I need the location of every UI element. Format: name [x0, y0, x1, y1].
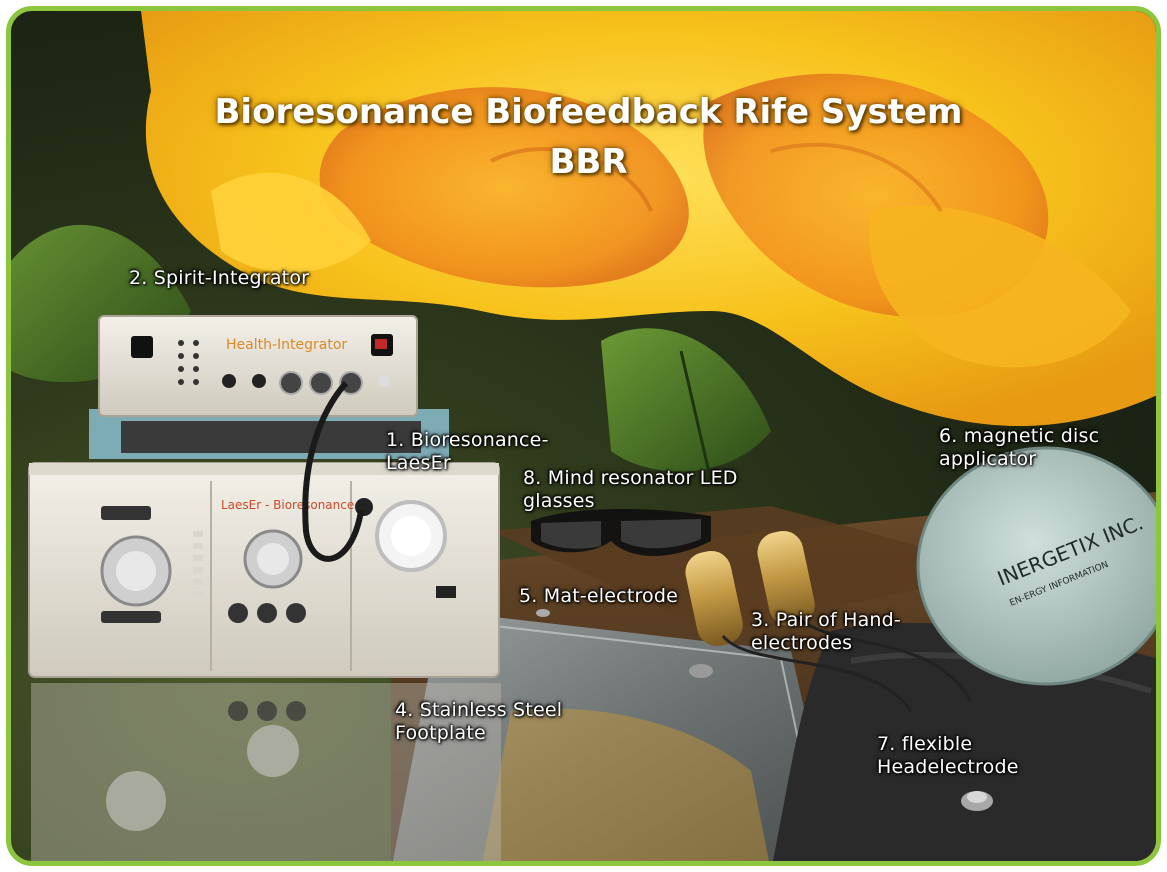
image-frame: INERGETIX INC. EN-ERGY INFORMATION LaesE… [6, 6, 1161, 866]
label-mat-electrode: 5. Mat-electrode [519, 585, 679, 607]
page-title: Bioresonance Biofeedback Rife System [214, 92, 963, 132]
laeser-brand: LaesEr - Bioresonance [221, 498, 354, 512]
label-mind-resonator: 8. Mind resonator LED glasses [523, 467, 738, 512]
integrator-brand: Health-Integrator [226, 337, 347, 353]
label-spirit-integrator: 2. Spirit-Integrator [129, 267, 310, 289]
page-subtitle: BBR [549, 142, 628, 182]
label-footplate: 4. Stainless Steel Footplate [395, 699, 563, 744]
label-headelectrode: 7. flexible Headelectrode [877, 733, 1019, 778]
label-bioresonance-laeser: 1. Bioresonance- LaesEr [386, 429, 549, 474]
label-magnetic-disc: 6. magnetic disc applicator [939, 425, 1100, 470]
label-hand-electrodes: 3. Pair of Hand- electrodes [751, 609, 901, 654]
product-photo: INERGETIX INC. EN-ERGY INFORMATION LaesE… [11, 11, 1156, 861]
